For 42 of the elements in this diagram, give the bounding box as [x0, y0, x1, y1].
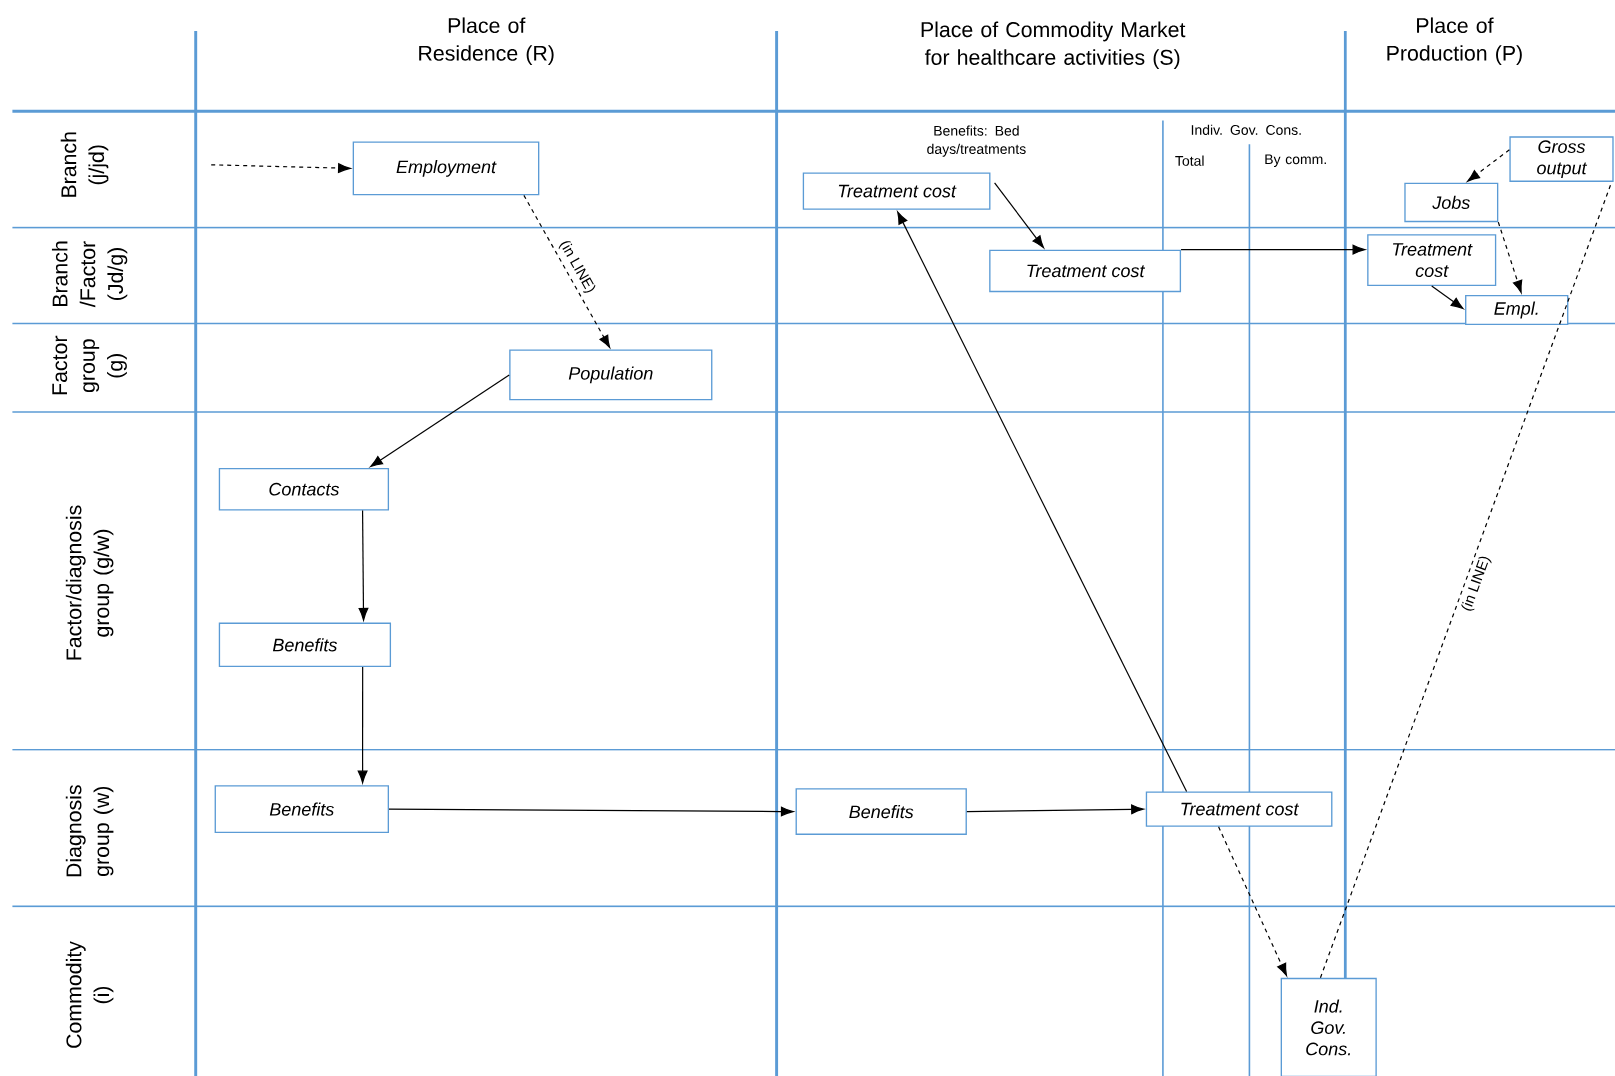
arrow [357, 666, 368, 784]
arrow [388, 806, 794, 817]
arrow [1180, 244, 1366, 255]
arrow [523, 194, 611, 348]
process-box: Treatment cost [989, 249, 1182, 293]
process-box: Treatment cost [1145, 791, 1333, 827]
column-note: Indiv. Gov. Cons. [1191, 124, 1301, 135]
process-box: Treatment cost [1367, 234, 1497, 287]
process-box: Ind. Gov. Cons. [1280, 977, 1377, 1076]
arrow [370, 374, 510, 468]
column-note: Benefits: Bed days/treatments [927, 125, 1026, 157]
process-box: Empl. [1465, 294, 1569, 326]
arrow [994, 182, 1045, 249]
process-box: Contacts [218, 467, 390, 511]
column-header: Place of Commodity Market for healthcare activities (S) [921, 21, 1186, 70]
process-box: Benefits [795, 788, 967, 835]
arrow [966, 804, 1144, 815]
process-box: Treatment cost [802, 172, 991, 210]
row-label: Diagnosis group (w) [65, 785, 114, 877]
column-header: Place of Production (P) [1387, 17, 1522, 65]
arrow [1431, 285, 1464, 310]
arrow [897, 211, 1188, 793]
arrow [358, 509, 369, 621]
arrow [1497, 221, 1523, 294]
row-label: Branch /Factor (Jd/g) [51, 241, 128, 308]
process-box: Benefits [214, 785, 389, 833]
column-note: Total [1175, 155, 1204, 166]
row-label: Branch (j/jd) [60, 132, 109, 197]
process-box: Population [509, 349, 713, 401]
arrow [210, 163, 351, 173]
process-box: Employment [352, 141, 540, 196]
column-note: By comm. [1265, 154, 1326, 167]
edge-label: (in LINE) [1461, 556, 1492, 611]
process-box: Gross output [1509, 136, 1614, 182]
process-box: Jobs [1404, 182, 1499, 223]
row-label: Factor/diagnosis group (g/w) [65, 505, 114, 660]
arrow [1467, 149, 1510, 182]
process-box: Benefits [218, 622, 392, 668]
arrow [1218, 826, 1288, 977]
row-label: Commodity (i) [65, 941, 114, 1048]
column-header: Place of Residence (R) [419, 17, 554, 65]
row-label: Factor group (g) [52, 335, 127, 395]
